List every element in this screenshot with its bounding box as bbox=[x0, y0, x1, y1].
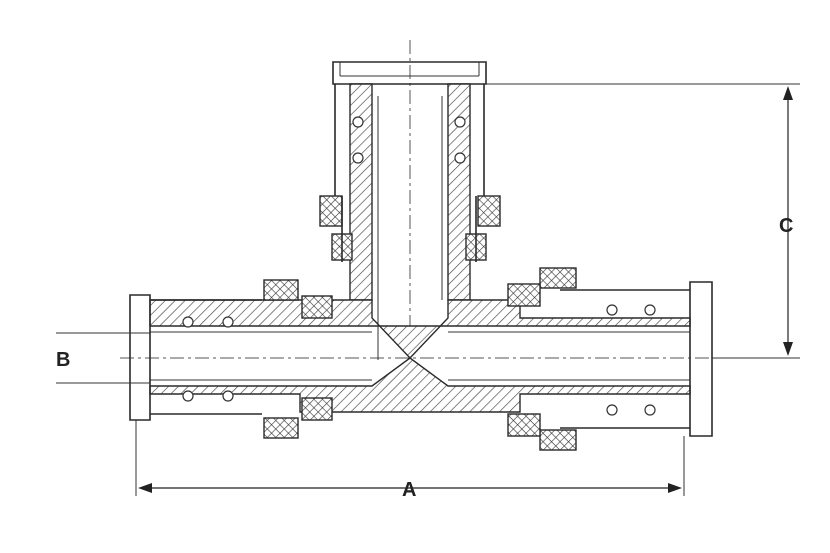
center-lines bbox=[120, 40, 790, 365]
dimension-c bbox=[486, 83, 800, 359]
dimension-a bbox=[135, 420, 685, 496]
dimension-c-label: C bbox=[779, 215, 793, 237]
branch-outlet bbox=[319, 61, 501, 360]
dimension-b-label: B bbox=[56, 349, 70, 371]
left-end-socket bbox=[129, 279, 333, 439]
dimension-a-label: A bbox=[402, 479, 416, 501]
dimension-b bbox=[56, 332, 150, 384]
right-end-socket bbox=[507, 267, 713, 451]
